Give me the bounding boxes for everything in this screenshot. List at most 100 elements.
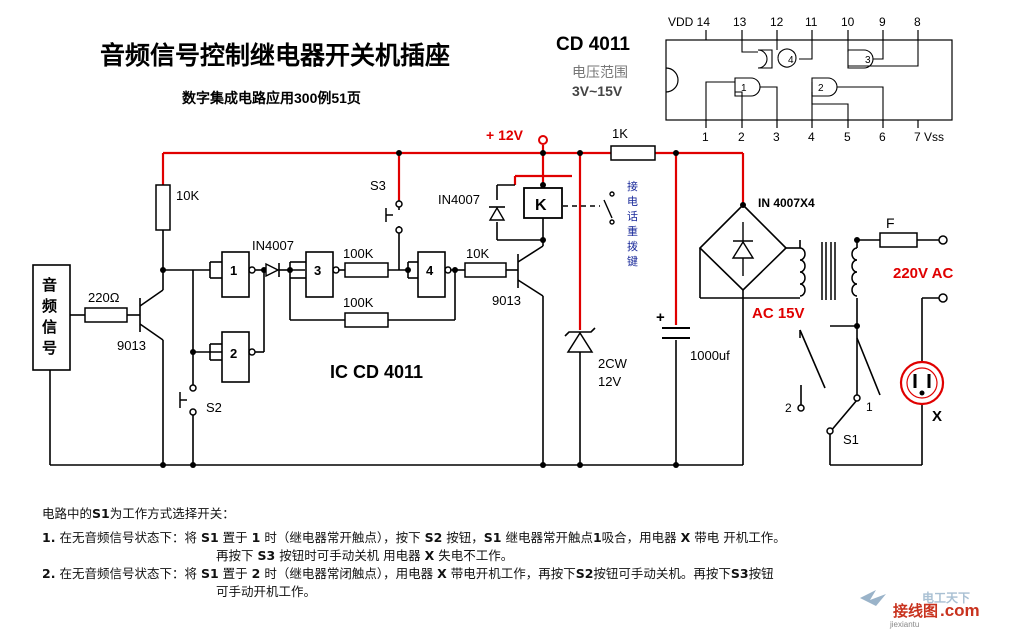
resistor-1k	[610, 145, 656, 161]
switch-s2-label: S2	[206, 400, 222, 415]
diode-relay	[488, 206, 506, 221]
gate-3-label: 3	[314, 263, 321, 278]
resistor-220	[84, 307, 128, 323]
phone-note-2: 电	[627, 195, 638, 208]
audio-box-char-4: 号	[42, 340, 57, 357]
pin-gate-4: 4	[788, 55, 794, 66]
zener-diode	[564, 327, 596, 370]
phone-note-3: 话	[627, 210, 638, 223]
phone-note-5: 拨	[627, 239, 638, 253]
pin-gate-1: 1	[741, 83, 747, 94]
resistor-10k-base	[464, 262, 507, 278]
r-input-label: 220Ω	[88, 290, 120, 305]
pin-top-9: 9	[879, 15, 886, 29]
bridge-rectifier	[698, 203, 788, 292]
r-fb1-label: 100K	[343, 246, 374, 261]
audio-box-char-3: 信	[42, 318, 57, 336]
ac-terminal-bottom	[938, 293, 948, 303]
ac-high-label: 220V AC	[893, 265, 953, 282]
r-fb2-label: 100K	[343, 295, 374, 310]
switch-s3-label: S3	[370, 178, 386, 193]
pin-top-14: VDD 14	[668, 15, 710, 29]
cap-plus: +	[656, 309, 665, 326]
phone-note-1: 接	[627, 180, 638, 193]
socket-x	[899, 360, 945, 406]
pin-gate-2: 2	[818, 83, 824, 94]
watermark-dotcom: .com	[940, 601, 980, 620]
audio-box-char-2: 频	[42, 297, 57, 315]
r-base-label: 10K	[466, 246, 489, 261]
chip-range-value: 3V~15V	[572, 83, 623, 99]
pin-bottom-6: 6	[879, 130, 886, 144]
audio-signal-box	[32, 264, 71, 371]
zener-label: 2CW	[598, 356, 628, 371]
transistor1-label: 9013	[117, 338, 146, 353]
resistor-100k-1	[344, 262, 389, 278]
s1-label: S1	[843, 432, 859, 447]
pin-bottom-7: 7 Vss	[914, 130, 944, 144]
note-2: 2. 在无音频信号状态下：将 S1 置于 2 时（继电器常闭触点），用电器 X …	[42, 566, 774, 581]
pin-top-12: 12	[770, 15, 784, 29]
ic-label: IC CD 4011	[330, 362, 423, 382]
gate-4-label: 4	[426, 263, 434, 278]
ac-low-label: AC 15V	[752, 305, 805, 322]
s1-pos2: 2	[785, 401, 792, 415]
notes-intro: 电路中的S1为工作方式选择开关：	[42, 506, 235, 521]
phone-note-6: 键	[627, 254, 638, 268]
note-2-cont: 可手动开机工作。	[216, 584, 317, 599]
relay-label: K	[535, 197, 547, 214]
chip-name: CD 4011	[556, 34, 630, 55]
diode-gate	[265, 262, 290, 278]
pin-top-8: 8	[914, 15, 921, 29]
r-supply-label: 1K	[612, 126, 628, 141]
phone-note-4: 重	[627, 224, 638, 238]
chip-range-label: 电压范围	[572, 64, 628, 80]
pin-bottom-1: 1	[702, 130, 709, 144]
note-1: 1. 在无音频信号状态下：将 S1 置于 1 时（继电器常开触点），按下 S2 …	[42, 530, 786, 545]
supply-terminal	[538, 135, 548, 145]
chip-pinout: VDD 14 13 12 11 10 9 8 1 2 3 4 5 6 7 Vss	[665, 15, 953, 144]
pin-bottom-2: 2	[738, 130, 745, 144]
zener-voltage: 12V	[598, 374, 621, 389]
diode-relay-label: IN4007	[438, 192, 480, 207]
cap-label: 1000uf	[690, 348, 730, 363]
pin-top-11: 11	[805, 15, 818, 29]
switch-s2	[179, 384, 197, 416]
transistor2-label: 9013	[492, 293, 521, 308]
gate-blocks	[221, 251, 446, 383]
gate-1-label: 1	[230, 263, 237, 278]
resistor-10k-bias	[155, 184, 171, 231]
pin-bottom-5: 5	[844, 130, 851, 144]
pin-top-10: 10	[841, 15, 855, 29]
pin-bottom-4: 4	[808, 130, 815, 144]
pin-gate-3: 3	[865, 55, 871, 66]
s1-pos1: 1	[866, 400, 873, 414]
switch-s1	[797, 330, 861, 435]
ac-terminal-top	[938, 235, 948, 245]
page-subtitle: 数字集成电路应用300例51页	[182, 90, 361, 106]
resistor-100k-2	[344, 312, 389, 328]
power-rail	[161, 145, 745, 330]
fuse	[879, 232, 918, 248]
audio-box-char-1: 音	[42, 276, 57, 294]
pin-bottom-3: 3	[773, 130, 780, 144]
load-label: X	[932, 408, 942, 425]
page-title: 音频信号控制继电器开关机插座	[100, 41, 450, 70]
watermark-url: jiexiantu	[889, 620, 919, 629]
pin-top-13: 13	[733, 15, 747, 29]
diode-gate-label: IN4007	[252, 238, 294, 253]
circuit-wires	[49, 184, 940, 466]
watermark-brand: 电工天下	[922, 590, 970, 605]
transformer	[799, 242, 858, 300]
r-bias-label: 10K	[176, 188, 199, 203]
watermark-site: 接线图	[893, 602, 938, 620]
capacitor	[662, 327, 690, 339]
supply-label: + 12V	[486, 127, 524, 143]
relay-k	[523, 187, 563, 219]
gate-2-label: 2	[230, 346, 237, 361]
bridge-label: IN 4007X4	[758, 196, 815, 210]
note-1-cont: 再按下 S3 按钮时可手动关机 用电器 X 失电不工作。	[216, 548, 514, 563]
phone-switch	[603, 191, 615, 225]
watermark-logo: 电工天下 接线图 .com jiexiantu	[860, 590, 980, 629]
